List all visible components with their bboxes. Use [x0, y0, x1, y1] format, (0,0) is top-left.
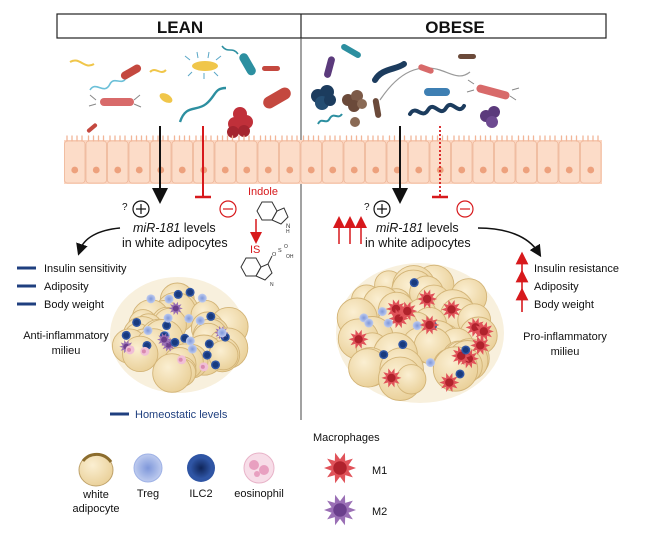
lean-milieu-line2: milieu [52, 345, 81, 357]
obese-metric-body-weight: Body weight [534, 299, 594, 311]
lean-question: ? [122, 202, 128, 213]
lean-mir-levels: miR-181 levels [133, 221, 216, 235]
homeostatic-legend: Homeostatic levels [110, 409, 228, 421]
plus-circle-icon [373, 200, 391, 218]
obese-metric-adiposity: Adiposity [534, 281, 579, 293]
legend-treg: Treg [137, 488, 159, 500]
obese-pathway: ? miR-181 levels in white adipocytes [333, 126, 542, 258]
macrophages-label: Macrophages [313, 432, 380, 444]
svg-text:N: N [270, 282, 274, 288]
white-adipocyte-icon [78, 452, 114, 487]
ilc2-icon [187, 454, 215, 482]
svg-text:H: H [286, 229, 290, 235]
lean-milieu-line1: Anti-inflammatory [23, 330, 109, 342]
obese-metrics: Insulin resistance Adiposity Body weight… [515, 251, 619, 358]
header-bar: LEAN OBESE [56, 13, 607, 39]
m1-macrophage-icon [324, 452, 356, 484]
macrophage-legend: Macrophages M1 M2 [313, 432, 387, 526]
svg-text:O: O [284, 244, 288, 250]
indole-structure-icon: NH [256, 201, 290, 235]
plus-circle-icon [132, 200, 150, 218]
lean-mir-line2: in white adipocytes [122, 236, 228, 250]
m2-macrophage-icon [324, 494, 356, 526]
legend-m1: M1 [372, 465, 387, 477]
svg-text:S: S [278, 248, 282, 254]
cell-legend: white adipocyte Treg ILC2 eosinophil [72, 452, 284, 515]
obese-increase-arrows [333, 216, 367, 244]
lean-metric-body-weight: Body weight [44, 299, 104, 311]
svg-text:OH: OH [286, 254, 294, 260]
treg-icon [133, 453, 163, 483]
obese-question: ? [364, 202, 370, 213]
lean-adipose-tissue [110, 277, 249, 393]
lean-microbiota [69, 45, 291, 138]
indole-label: Indole [248, 186, 278, 198]
obese-metric-insulin-resistance: Insulin resistance [534, 263, 619, 275]
intestinal-epithelium [64, 135, 602, 184]
svg-text:O: O [272, 252, 277, 258]
lean-metrics: Insulin sensitivity Adiposity Body weigh… [17, 263, 127, 357]
is-label: IS [250, 244, 260, 256]
svg-text:N: N [286, 224, 290, 230]
obese-microbiota [311, 44, 520, 128]
obese-title: OBESE [425, 18, 485, 37]
obese-mir-levels: miR-181 levels [376, 221, 459, 235]
legend-ilc2: ILC2 [189, 488, 212, 500]
eosinophil-icon [243, 452, 275, 484]
indoxyl-sulfate-structure-icon: O S O OH N [240, 244, 294, 288]
obese-milieu-line1: Pro-inflammatory [523, 331, 607, 343]
lean-metric-adiposity: Adiposity [44, 281, 89, 293]
legend-white-adipocyte-line2: adipocyte [72, 503, 119, 515]
lean-pathway: ? miR-181 levels in white adipocytes [76, 126, 237, 256]
legend-white-adipocyte-line1: white [82, 489, 109, 501]
legend-eosinophil: eosinophil [234, 488, 284, 500]
obese-adipose-tissue [336, 263, 504, 403]
minus-circle-icon [219, 200, 237, 218]
minus-circle-icon [456, 200, 474, 218]
lean-title: LEAN [157, 18, 203, 37]
obese-milieu-line2: milieu [551, 346, 580, 358]
indole-conversion: Indole NH IS O S O OH N [240, 186, 294, 288]
legend-m2: M2 [372, 506, 387, 518]
lean-metric-insulin-sensitivity: Insulin sensitivity [44, 263, 127, 275]
homeostatic-label: Homeostatic levels [135, 409, 228, 421]
obese-mir-line2: in white adipocytes [365, 236, 471, 250]
